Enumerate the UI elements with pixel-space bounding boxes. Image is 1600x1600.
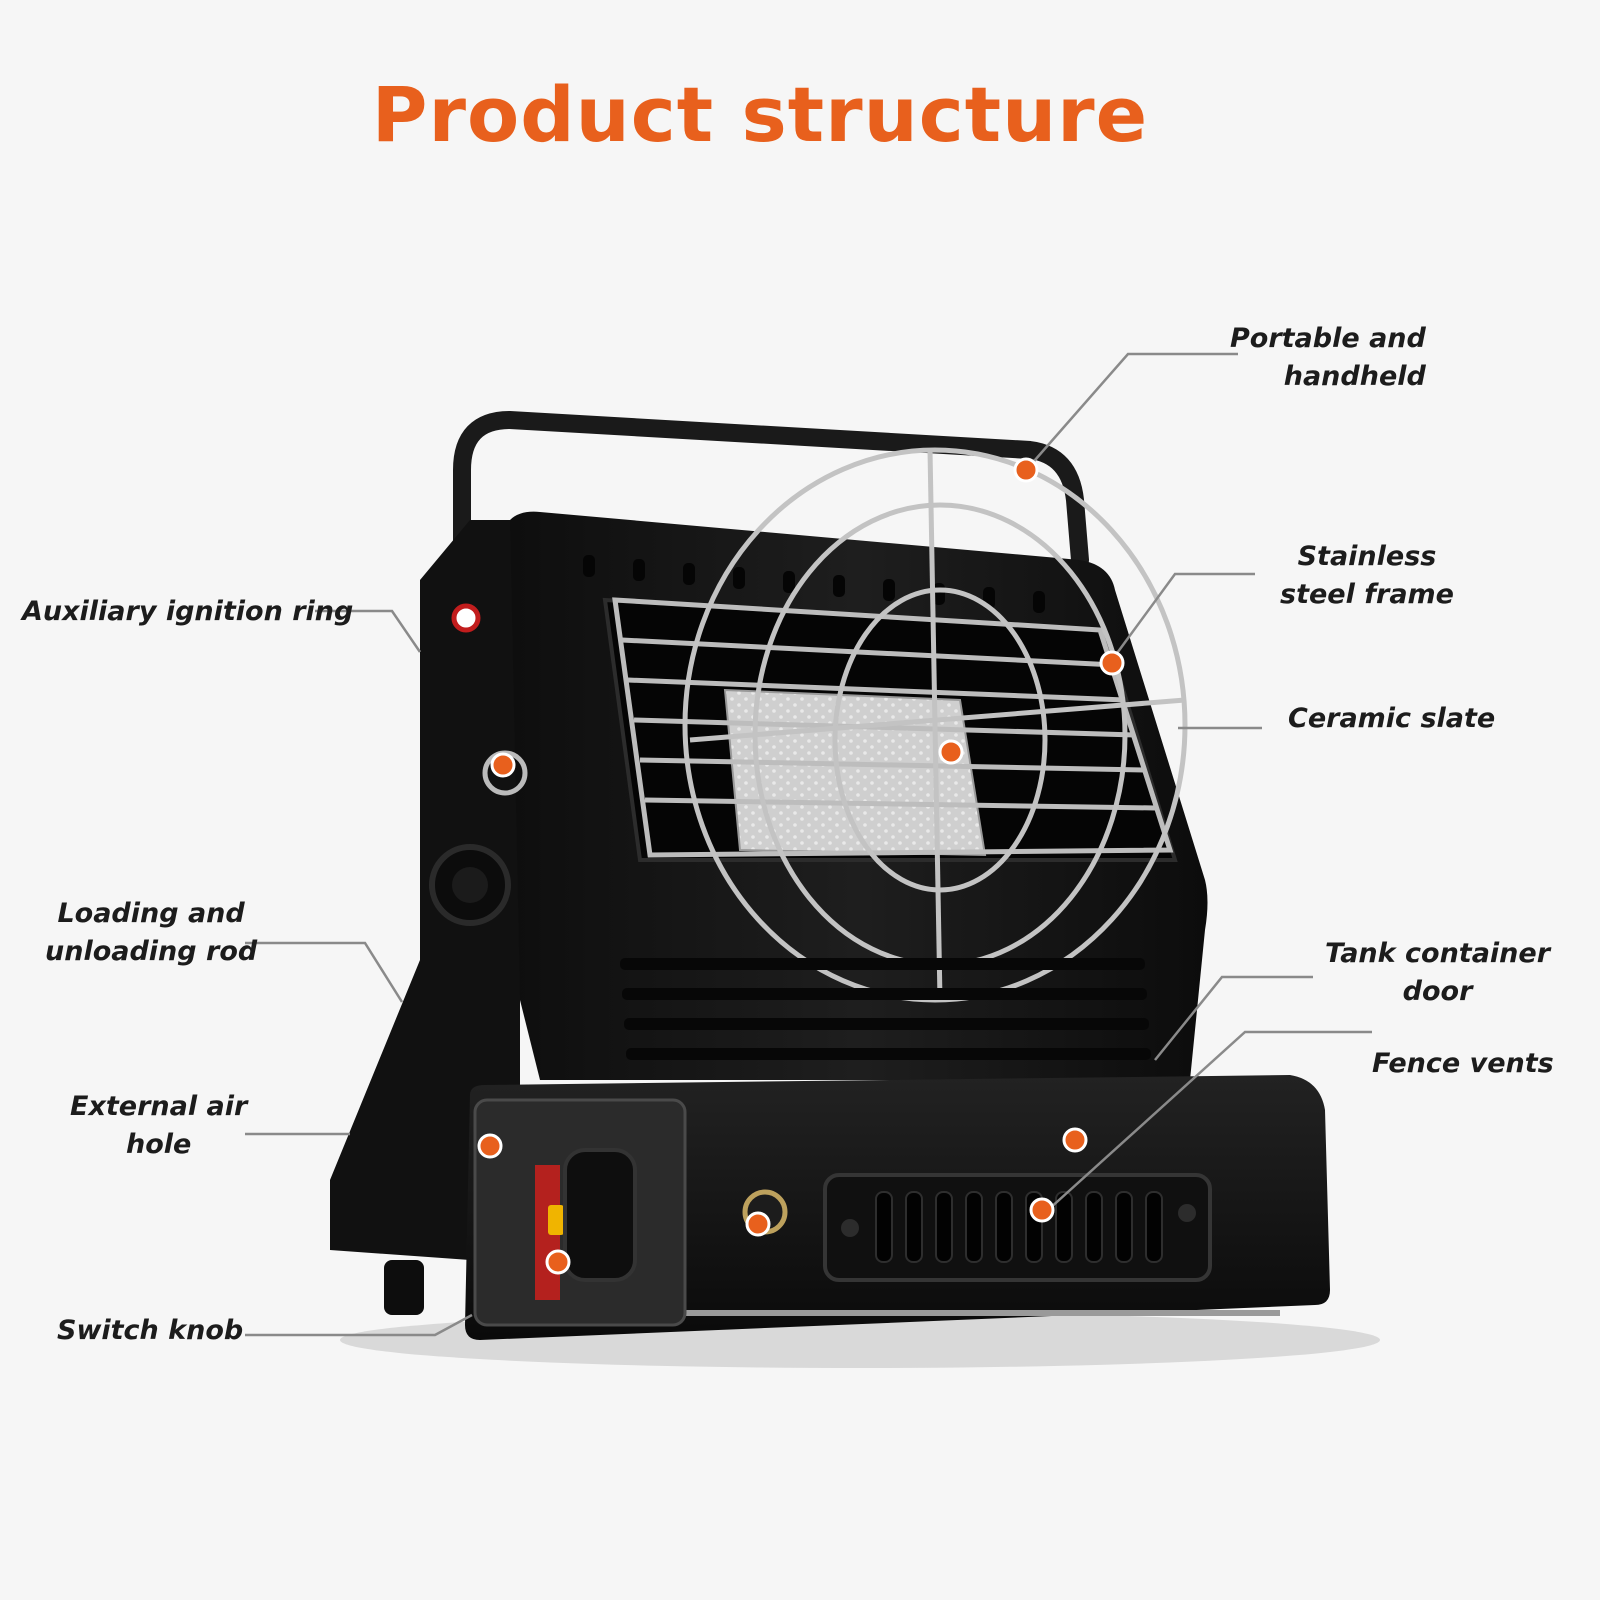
- leader-frame: [1110, 572, 1255, 661]
- base-trim: [660, 1310, 1280, 1316]
- leader-ignition: [315, 609, 422, 653]
- fence-vent-slots: [875, 1191, 1163, 1263]
- leader-lines: [245, 352, 1372, 1337]
- label-air-hole: External air hole: [70, 1091, 248, 1160]
- marker-dots: [477, 457, 1125, 1275]
- marker-dot-ignition: [490, 752, 516, 778]
- label-ceramic: Ceramic slate: [1288, 703, 1496, 734]
- page-title: Product structure: [371, 70, 1149, 159]
- ignition-button-icon: [451, 603, 481, 633]
- leader-switch-knob: [245, 1313, 473, 1337]
- marker-dot-handle: [1013, 457, 1039, 483]
- dial-indicator: [548, 1205, 564, 1235]
- leader-tank-door: [1154, 975, 1313, 1061]
- leader-portable: [1027, 352, 1238, 469]
- leader-fence-vents: [1047, 1030, 1372, 1211]
- leader-loading-rod: [245, 941, 404, 1003]
- label-fence-vents: Fence vents: [1372, 1048, 1554, 1079]
- side-stand: [330, 520, 520, 1260]
- label-tank-door: Tank container door: [1325, 938, 1551, 1007]
- stand-foot: [384, 1260, 424, 1315]
- carry-handle: [453, 410, 1089, 619]
- marker-dot-frame: [1099, 650, 1125, 676]
- marker-dot-switch-knob: [545, 1249, 571, 1275]
- marker-dot-ceramic: [938, 739, 964, 765]
- label-switch-knob: Switch knob: [57, 1315, 244, 1346]
- marker-dot-fence-vents: [1029, 1197, 1055, 1223]
- top-vent-slots: [583, 555, 1045, 613]
- switch-knob: [563, 1148, 637, 1282]
- marker-dot-tank-door: [1062, 1127, 1088, 1153]
- label-ignition: Auxiliary ignition ring: [22, 596, 354, 627]
- label-frame: Stainless steel frame: [1280, 541, 1454, 610]
- label-portable: Portable and handheld: [1230, 323, 1426, 392]
- label-loading-rod: Loading and unloading rod: [45, 898, 258, 967]
- marker-dot-latch: [745, 1211, 771, 1237]
- front-louvres: [620, 958, 1151, 1060]
- marker-dot-air-hole: [477, 1133, 503, 1159]
